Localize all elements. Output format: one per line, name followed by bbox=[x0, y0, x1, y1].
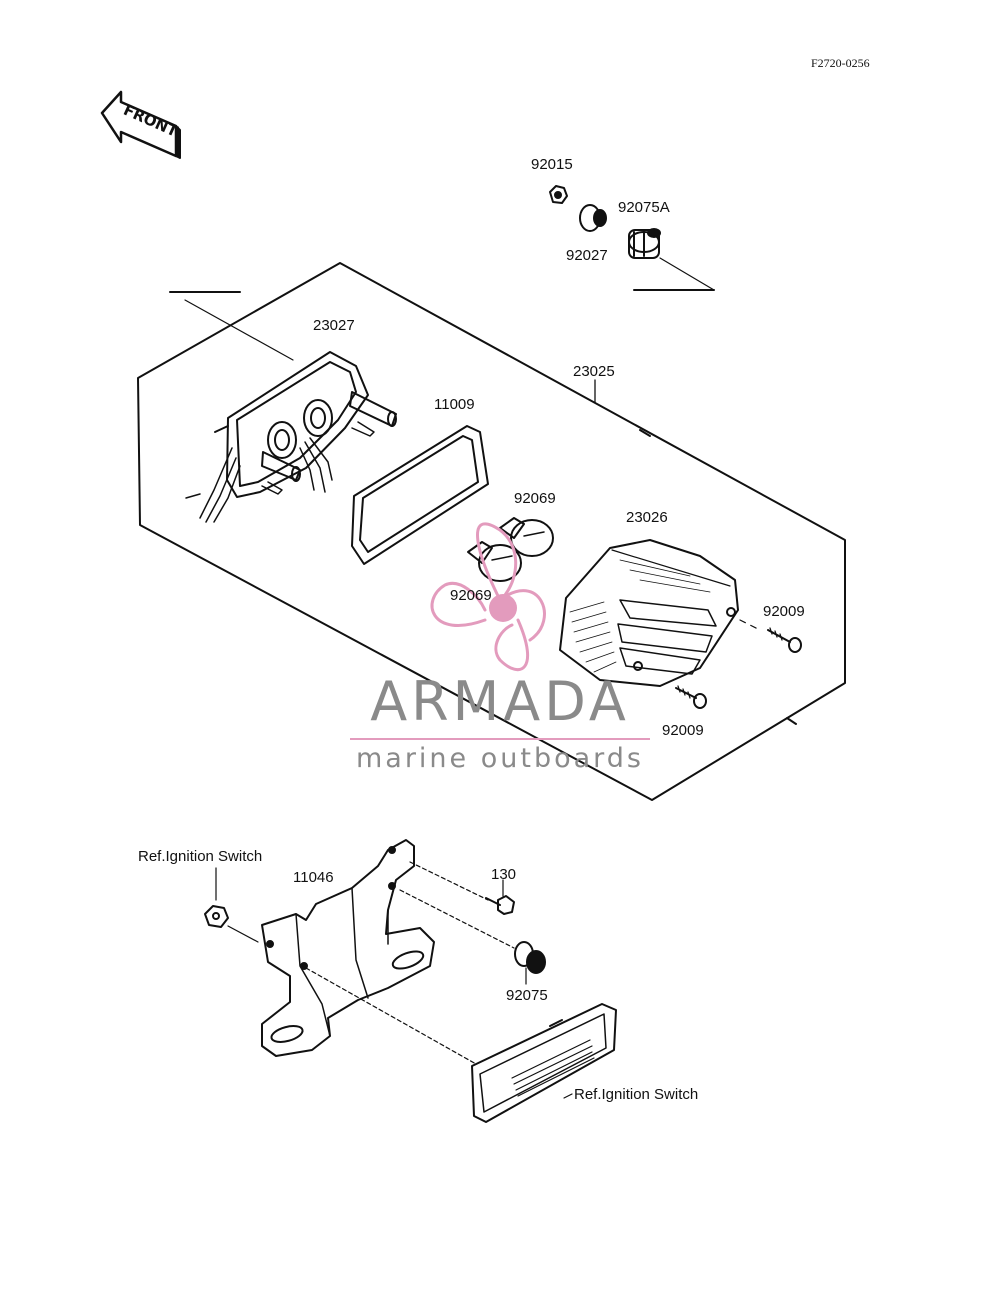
plate-light bbox=[305, 967, 617, 1123]
nut-left bbox=[204, 867, 259, 943]
label-130: 130 bbox=[491, 866, 517, 883]
label-23025: 23025 bbox=[573, 363, 615, 380]
label-ref-ignition-switch-bottom: Ref.Ignition Switch bbox=[574, 1086, 699, 1103]
assembly-frame-23025 bbox=[137, 262, 846, 801]
label-11009: 11009 bbox=[434, 396, 475, 413]
label-92015: 92015 bbox=[531, 156, 573, 173]
watermark-divider bbox=[350, 738, 650, 740]
grommet-92075 bbox=[399, 889, 546, 985]
label-92069-top: 92069 bbox=[514, 490, 556, 507]
grommet-parts bbox=[549, 185, 715, 291]
label-23026: 23026 bbox=[626, 509, 668, 526]
lens-23026 bbox=[559, 539, 739, 687]
gasket-11009 bbox=[351, 425, 489, 565]
label-92027: 92027 bbox=[566, 247, 608, 264]
watermark-propeller-logo bbox=[430, 522, 546, 671]
screws-92009 bbox=[675, 627, 802, 709]
label-92075A: 92075A bbox=[618, 199, 670, 216]
bracket-11046 bbox=[261, 839, 435, 1057]
lamp-housing-23027 bbox=[185, 351, 397, 523]
label-92069-bottom: 92069 bbox=[450, 587, 492, 604]
label-92009-right: 92009 bbox=[763, 603, 805, 620]
watermark-title: ARMADA bbox=[370, 670, 630, 733]
document-code: F2720-0256 bbox=[811, 56, 870, 70]
watermark-subtitle: marine outboards bbox=[355, 743, 644, 774]
label-11046: 11046 bbox=[293, 869, 334, 886]
bolt-130 bbox=[409, 861, 515, 915]
label-92009-bottom: 92009 bbox=[662, 722, 704, 739]
label-ref-ignition-switch-left: Ref.Ignition Switch bbox=[138, 848, 263, 865]
label-92075: 92075 bbox=[506, 987, 548, 1004]
label-23027: 23027 bbox=[313, 317, 355, 334]
front-arrow: FRONT bbox=[100, 90, 181, 159]
